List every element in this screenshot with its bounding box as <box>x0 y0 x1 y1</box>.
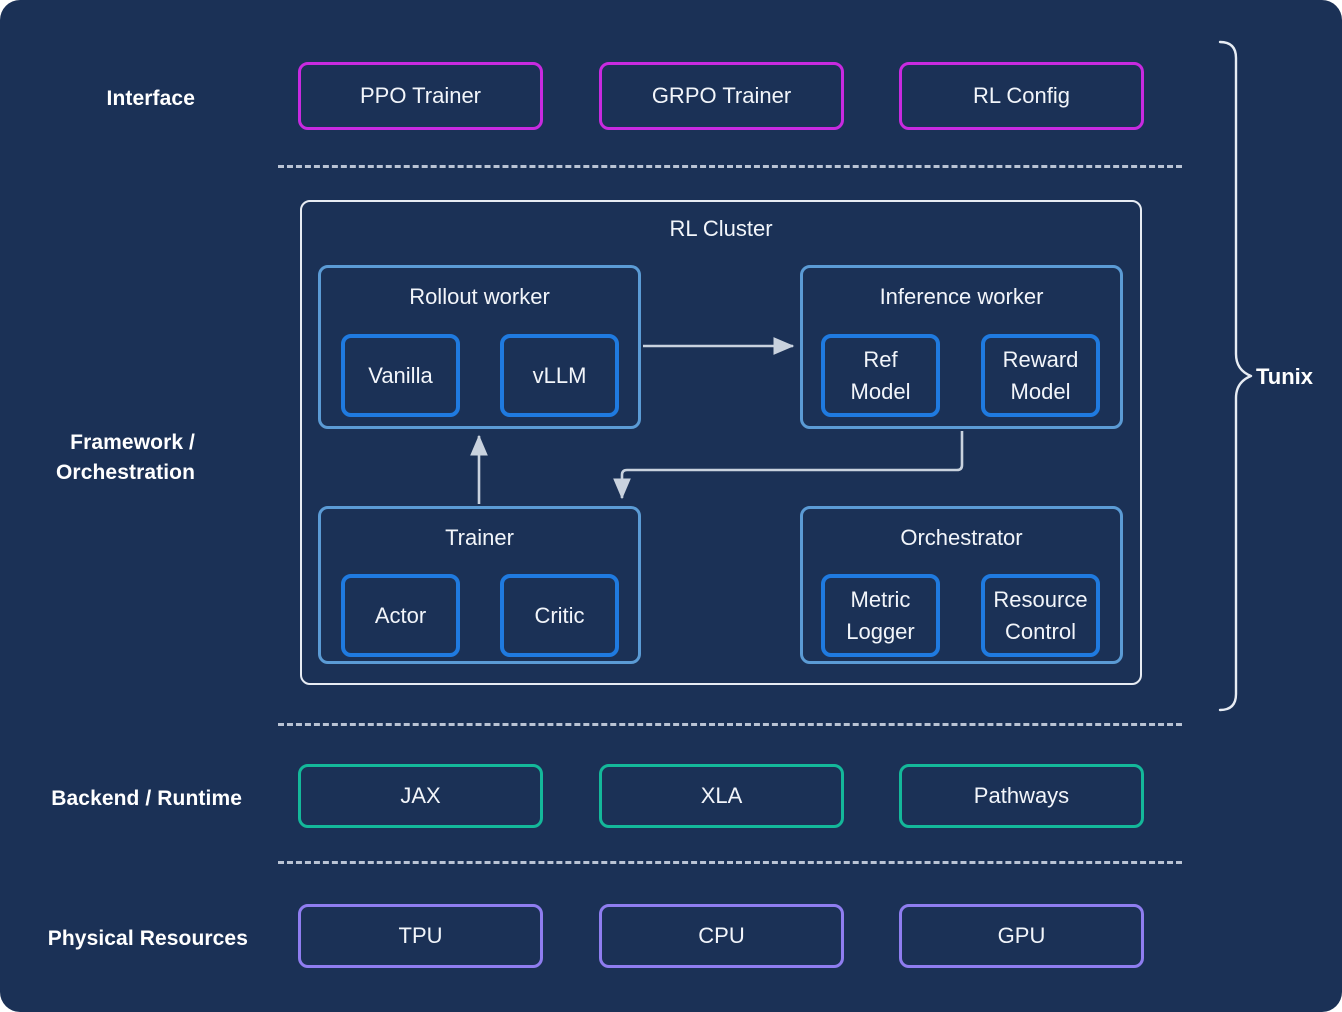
group-title-rollout-worker: Rollout worker <box>409 284 550 309</box>
divider-framework-backend <box>278 723 1182 726</box>
leaf-resource-control[interactable]: Resource Control <box>981 574 1100 657</box>
divider-backend-physical <box>278 861 1182 864</box>
leaf-ref-model[interactable]: Ref Model <box>821 334 940 417</box>
rl-cluster-title: RL Cluster <box>669 216 773 241</box>
group-orchestrator[interactable]: Orchestrator <box>800 506 1123 664</box>
group-title-inference-worker: Inference worker <box>879 284 1044 309</box>
group-inference-worker[interactable]: Inference worker <box>800 265 1123 429</box>
leaf-vllm[interactable]: vLLM <box>500 334 619 417</box>
leaf-vanilla[interactable]: Vanilla <box>341 334 460 417</box>
backend-box-jax[interactable]: JAX <box>298 764 543 828</box>
row-label-framework: Framework / Orchestration <box>56 431 195 485</box>
group-title-trainer: Trainer <box>445 525 514 550</box>
group-title-orchestrator: Orchestrator <box>900 525 1023 550</box>
interface-box-ppo-trainer[interactable]: PPO Trainer <box>298 62 543 130</box>
interface-box-grpo-trainer[interactable]: GRPO Trainer <box>599 62 844 130</box>
row-label-backend: Backend / Runtime <box>51 787 242 810</box>
rl-cluster-container: RL Cluster <box>300 200 1142 685</box>
physical-box-cpu[interactable]: CPU <box>599 904 844 968</box>
leaf-actor[interactable]: Actor <box>341 574 460 657</box>
leaf-metric-logger[interactable]: Metric Logger <box>821 574 940 657</box>
interface-box-rl-config[interactable]: RL Config <box>899 62 1144 130</box>
group-rollout-worker[interactable]: Rollout worker <box>318 265 641 429</box>
row-label-physical: Physical Resources <box>47 927 248 950</box>
group-trainer[interactable]: Trainer <box>318 506 641 664</box>
tunix-label: Tunix <box>1256 364 1314 389</box>
arrow-inference-to-trainer <box>613 431 964 500</box>
tunix-brace <box>1218 40 1253 712</box>
leaf-reward-model[interactable]: Reward Model <box>981 334 1100 417</box>
backend-box-pathways[interactable]: Pathways <box>899 764 1144 828</box>
row-label-interface: Interface <box>106 87 195 110</box>
backend-box-xla[interactable]: XLA <box>599 764 844 828</box>
divider-interface-framework <box>278 165 1182 168</box>
physical-box-gpu[interactable]: GPU <box>899 904 1144 968</box>
leaf-critic[interactable]: Critic <box>500 574 619 657</box>
physical-box-tpu[interactable]: TPU <box>298 904 543 968</box>
